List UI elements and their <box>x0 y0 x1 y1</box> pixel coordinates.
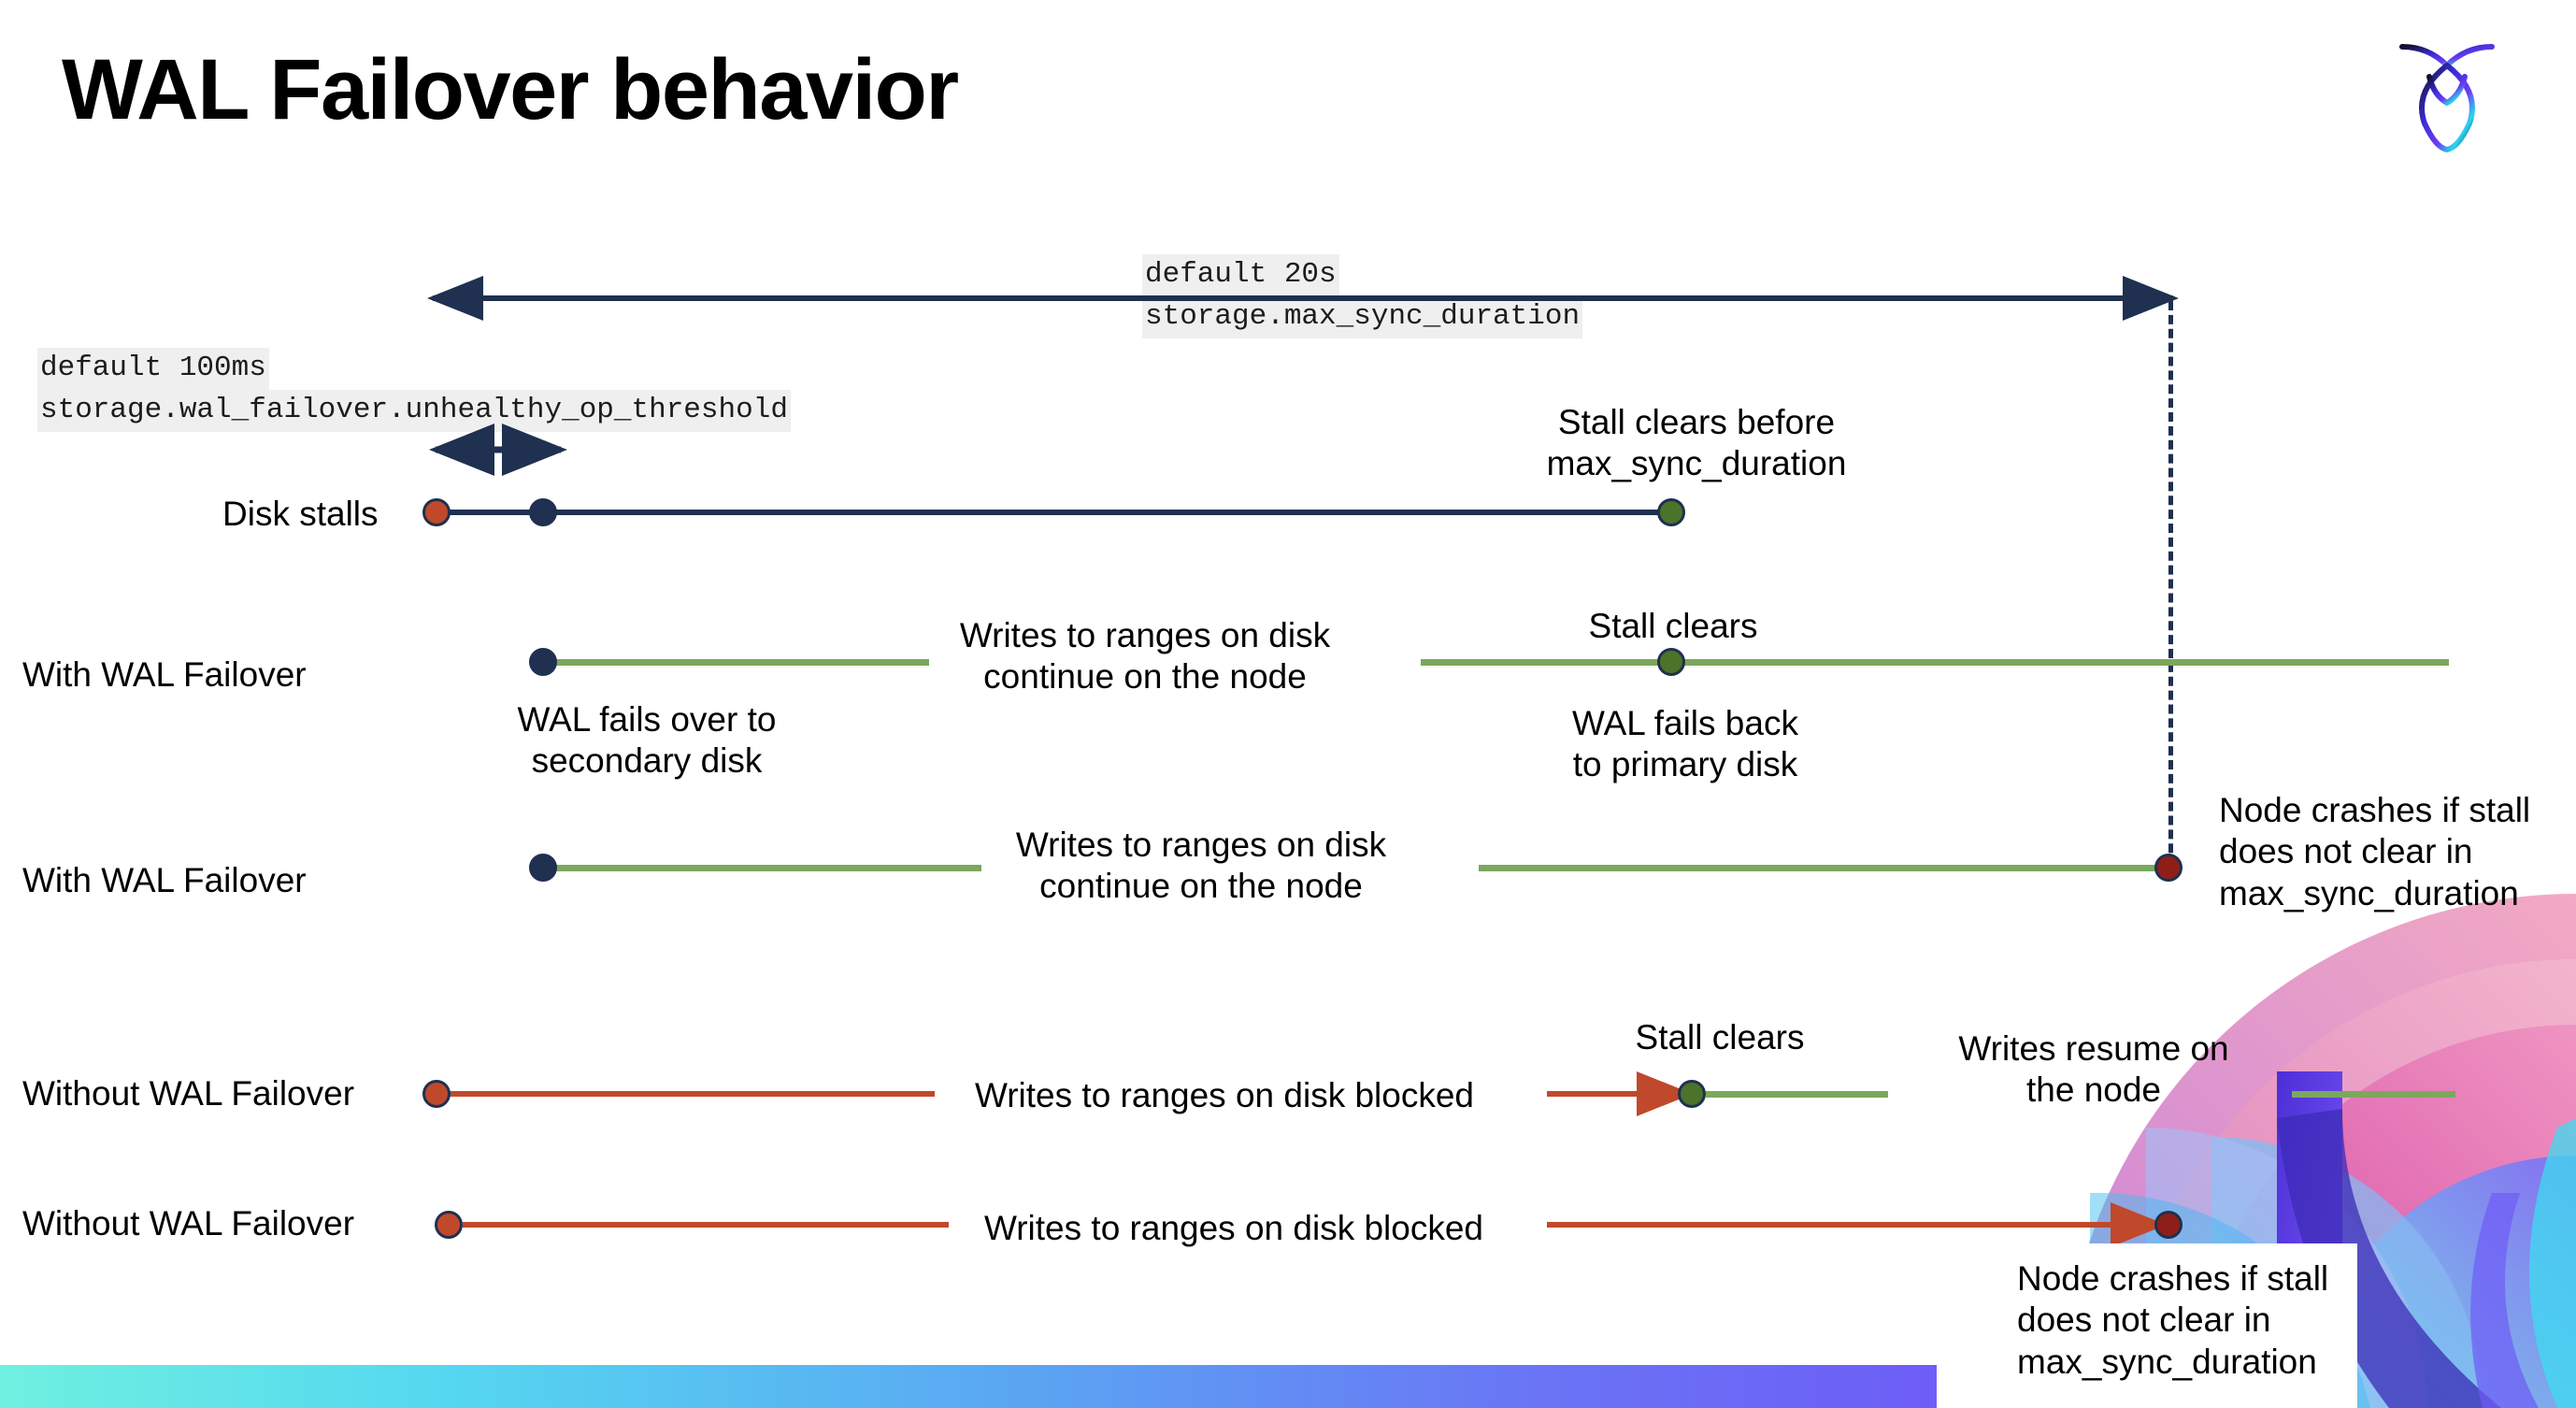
without-wal-failover-2-crash-dot <box>2154 1211 2182 1239</box>
annotation-writes-blocked-1: Writes to ranges on disk blocked <box>974 1076 1475 1114</box>
unhealthy-op-threshold-callout: default 100ms storage.wal_failover.unhea… <box>37 348 791 432</box>
max-sync-default-label: default 20s <box>1142 254 1339 296</box>
with-wal-failover-1-stall-clear-dot <box>1657 648 1685 676</box>
cockroachdb-logo-icon <box>2391 26 2503 157</box>
annotation-stall-clears-2: Stall clears <box>1635 1018 1805 1056</box>
without-wal-failover-1-start-dot <box>422 1080 451 1108</box>
without-wal-failover-1-resume-line-2 <box>2292 1091 2455 1098</box>
with-wal-failover-2-start-dot <box>529 854 557 882</box>
annotation-writes-resume: Writes resume on the node <box>1958 1029 2229 1110</box>
with-wal-failover-2-segment-right <box>1479 865 2170 871</box>
max-sync-duration-guide-line <box>2168 301 2173 881</box>
annotation-wal-fails-over: WAL fails over to secondary disk <box>517 700 777 781</box>
annotation-writes-continue-1: Writes to ranges on disk continue on the… <box>959 616 1331 697</box>
annotation-wal-fails-back: WAL fails back to primary disk <box>1572 704 1798 784</box>
row-label-with-wal-failover-1: With WAL Failover <box>22 655 307 694</box>
with-wal-failover-2-crash-dot <box>2154 854 2182 882</box>
annotation-writes-blocked-2: Writes to ranges on disk blocked <box>983 1209 1484 1247</box>
row-label-with-wal-failover-2: With WAL Failover <box>22 861 307 899</box>
wal-failover-to-secondary-dot <box>529 648 557 676</box>
max-sync-duration-callout: default 20s storage.max_sync_duration <box>1142 254 1583 338</box>
without-wal-failover-1-blocked-line <box>449 1091 935 1097</box>
with-wal-failover-1-segment-left <box>542 659 929 666</box>
bottom-gradient-bar <box>0 1365 1982 1408</box>
unhealthy-op-setting-name: storage.wal_failover.unhealthy_op_thresh… <box>37 389 791 432</box>
without-wal-failover-1-resume-line <box>1706 1091 1888 1098</box>
row-label-without-wal-failover-1: Without WAL Failover <box>22 1074 355 1113</box>
node-crash-callout-card: Node crashes if stall does not clear in … <box>1937 1243 2357 1408</box>
without-wal-failover-2-blocked-line <box>463 1222 949 1228</box>
without-wal-failover-1-stall-clear-dot <box>1678 1080 1706 1108</box>
page-title: WAL Failover behavior <box>62 42 959 137</box>
annotation-stall-clears-before-max-sync: Stall clears before max_sync_duration <box>1546 403 1847 483</box>
annotation-node-crashes-1: Node crashes if stall does not clear in … <box>2219 791 2531 912</box>
with-wal-failover-1-segment-right <box>1421 659 2449 666</box>
without-wal-failover-2-start-dot <box>435 1211 463 1239</box>
disk-stall-start-dot <box>422 498 451 526</box>
with-wal-failover-2-segment-left <box>542 865 981 871</box>
row-label-without-wal-failover-2: Without WAL Failover <box>22 1204 355 1243</box>
disk-stall-clear-dot <box>1657 498 1685 526</box>
disk-stalls-timeline <box>432 510 1675 515</box>
annotation-node-crashes-2: Node crashes if stall does not clear in … <box>2017 1259 2329 1381</box>
row-label-disk-stalls: Disk stalls <box>222 495 379 533</box>
annotation-stall-clears-1: Stall clears <box>1588 607 1758 645</box>
annotation-writes-continue-2: Writes to ranges on disk continue on the… <box>1015 826 1387 906</box>
unhealthy-op-default-label: default 100ms <box>37 348 269 390</box>
max-sync-setting-name: storage.max_sync_duration <box>1142 295 1583 338</box>
wal-failover-trigger-dot <box>529 498 557 526</box>
